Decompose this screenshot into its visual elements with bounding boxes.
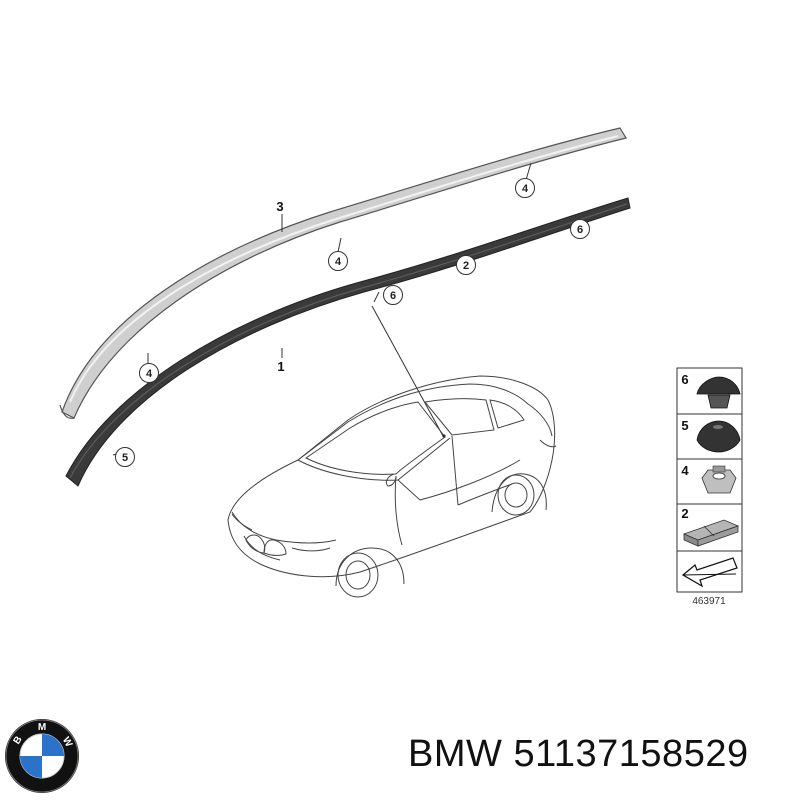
bmw-logo-icon: B M W bbox=[5, 719, 79, 793]
svg-text:4: 4 bbox=[522, 183, 529, 195]
part-label-roof-seal: 1 bbox=[277, 359, 284, 374]
callout-leaders bbox=[112, 162, 579, 456]
legend-item-5: 5 bbox=[681, 418, 741, 453]
brand-name: BMW bbox=[408, 733, 503, 775]
part-caption: BMW 51137158529 bbox=[408, 733, 749, 776]
callout-seal-right: 6 bbox=[570, 219, 590, 239]
svg-text:6: 6 bbox=[577, 224, 583, 236]
part-label-roof-rail: 3 bbox=[276, 199, 283, 214]
fasteners-legend: 6 5 4 2 463971 bbox=[676, 367, 743, 607]
svg-text:2: 2 bbox=[681, 506, 688, 521]
callout-rail-top-right: 4 bbox=[515, 178, 535, 198]
svg-text:6: 6 bbox=[681, 372, 688, 387]
callout-rail-mid: 4 bbox=[328, 251, 348, 271]
part-number: 51137158529 bbox=[513, 733, 749, 775]
svg-text:4: 4 bbox=[681, 463, 689, 478]
legend-item-4: 4 bbox=[681, 463, 737, 494]
legend-arrow-icon bbox=[681, 557, 738, 588]
diagram-code: 463971 bbox=[692, 596, 726, 607]
roof-rail bbox=[59, 127, 627, 419]
svg-text:4: 4 bbox=[146, 368, 153, 380]
callout-seal-left: 5 bbox=[115, 447, 135, 467]
legend-item-2: 2 bbox=[681, 506, 740, 547]
callout-rail-left: 4 bbox=[139, 363, 159, 383]
roof-seal bbox=[65, 197, 631, 487]
svg-text:2: 2 bbox=[463, 260, 469, 272]
callout-seal-center: 6 bbox=[383, 285, 403, 305]
svg-text:5: 5 bbox=[122, 452, 128, 464]
car-illustration bbox=[227, 375, 557, 598]
svg-text:5: 5 bbox=[681, 418, 688, 433]
svg-text:6: 6 bbox=[390, 290, 396, 302]
legend-item-6: 6 bbox=[681, 372, 741, 409]
svg-text:4: 4 bbox=[335, 256, 342, 268]
svg-text:M: M bbox=[38, 722, 46, 733]
callout-seal-mid: 2 bbox=[456, 255, 476, 275]
